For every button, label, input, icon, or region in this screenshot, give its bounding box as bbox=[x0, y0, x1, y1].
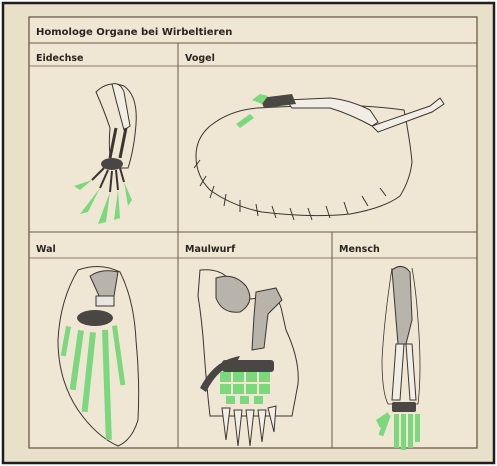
panel-label-mensch: Mensch bbox=[339, 244, 380, 255]
panel-label-vogel: Vogel bbox=[185, 53, 215, 64]
panel-label-maulwurf: Maulwurf bbox=[185, 244, 236, 255]
panel-label-eidechse: Eidechse bbox=[36, 53, 83, 64]
panel-label-wal: Wal bbox=[36, 244, 56, 255]
figure-title: Homologe Organe bei Wirbeltieren bbox=[36, 27, 232, 38]
